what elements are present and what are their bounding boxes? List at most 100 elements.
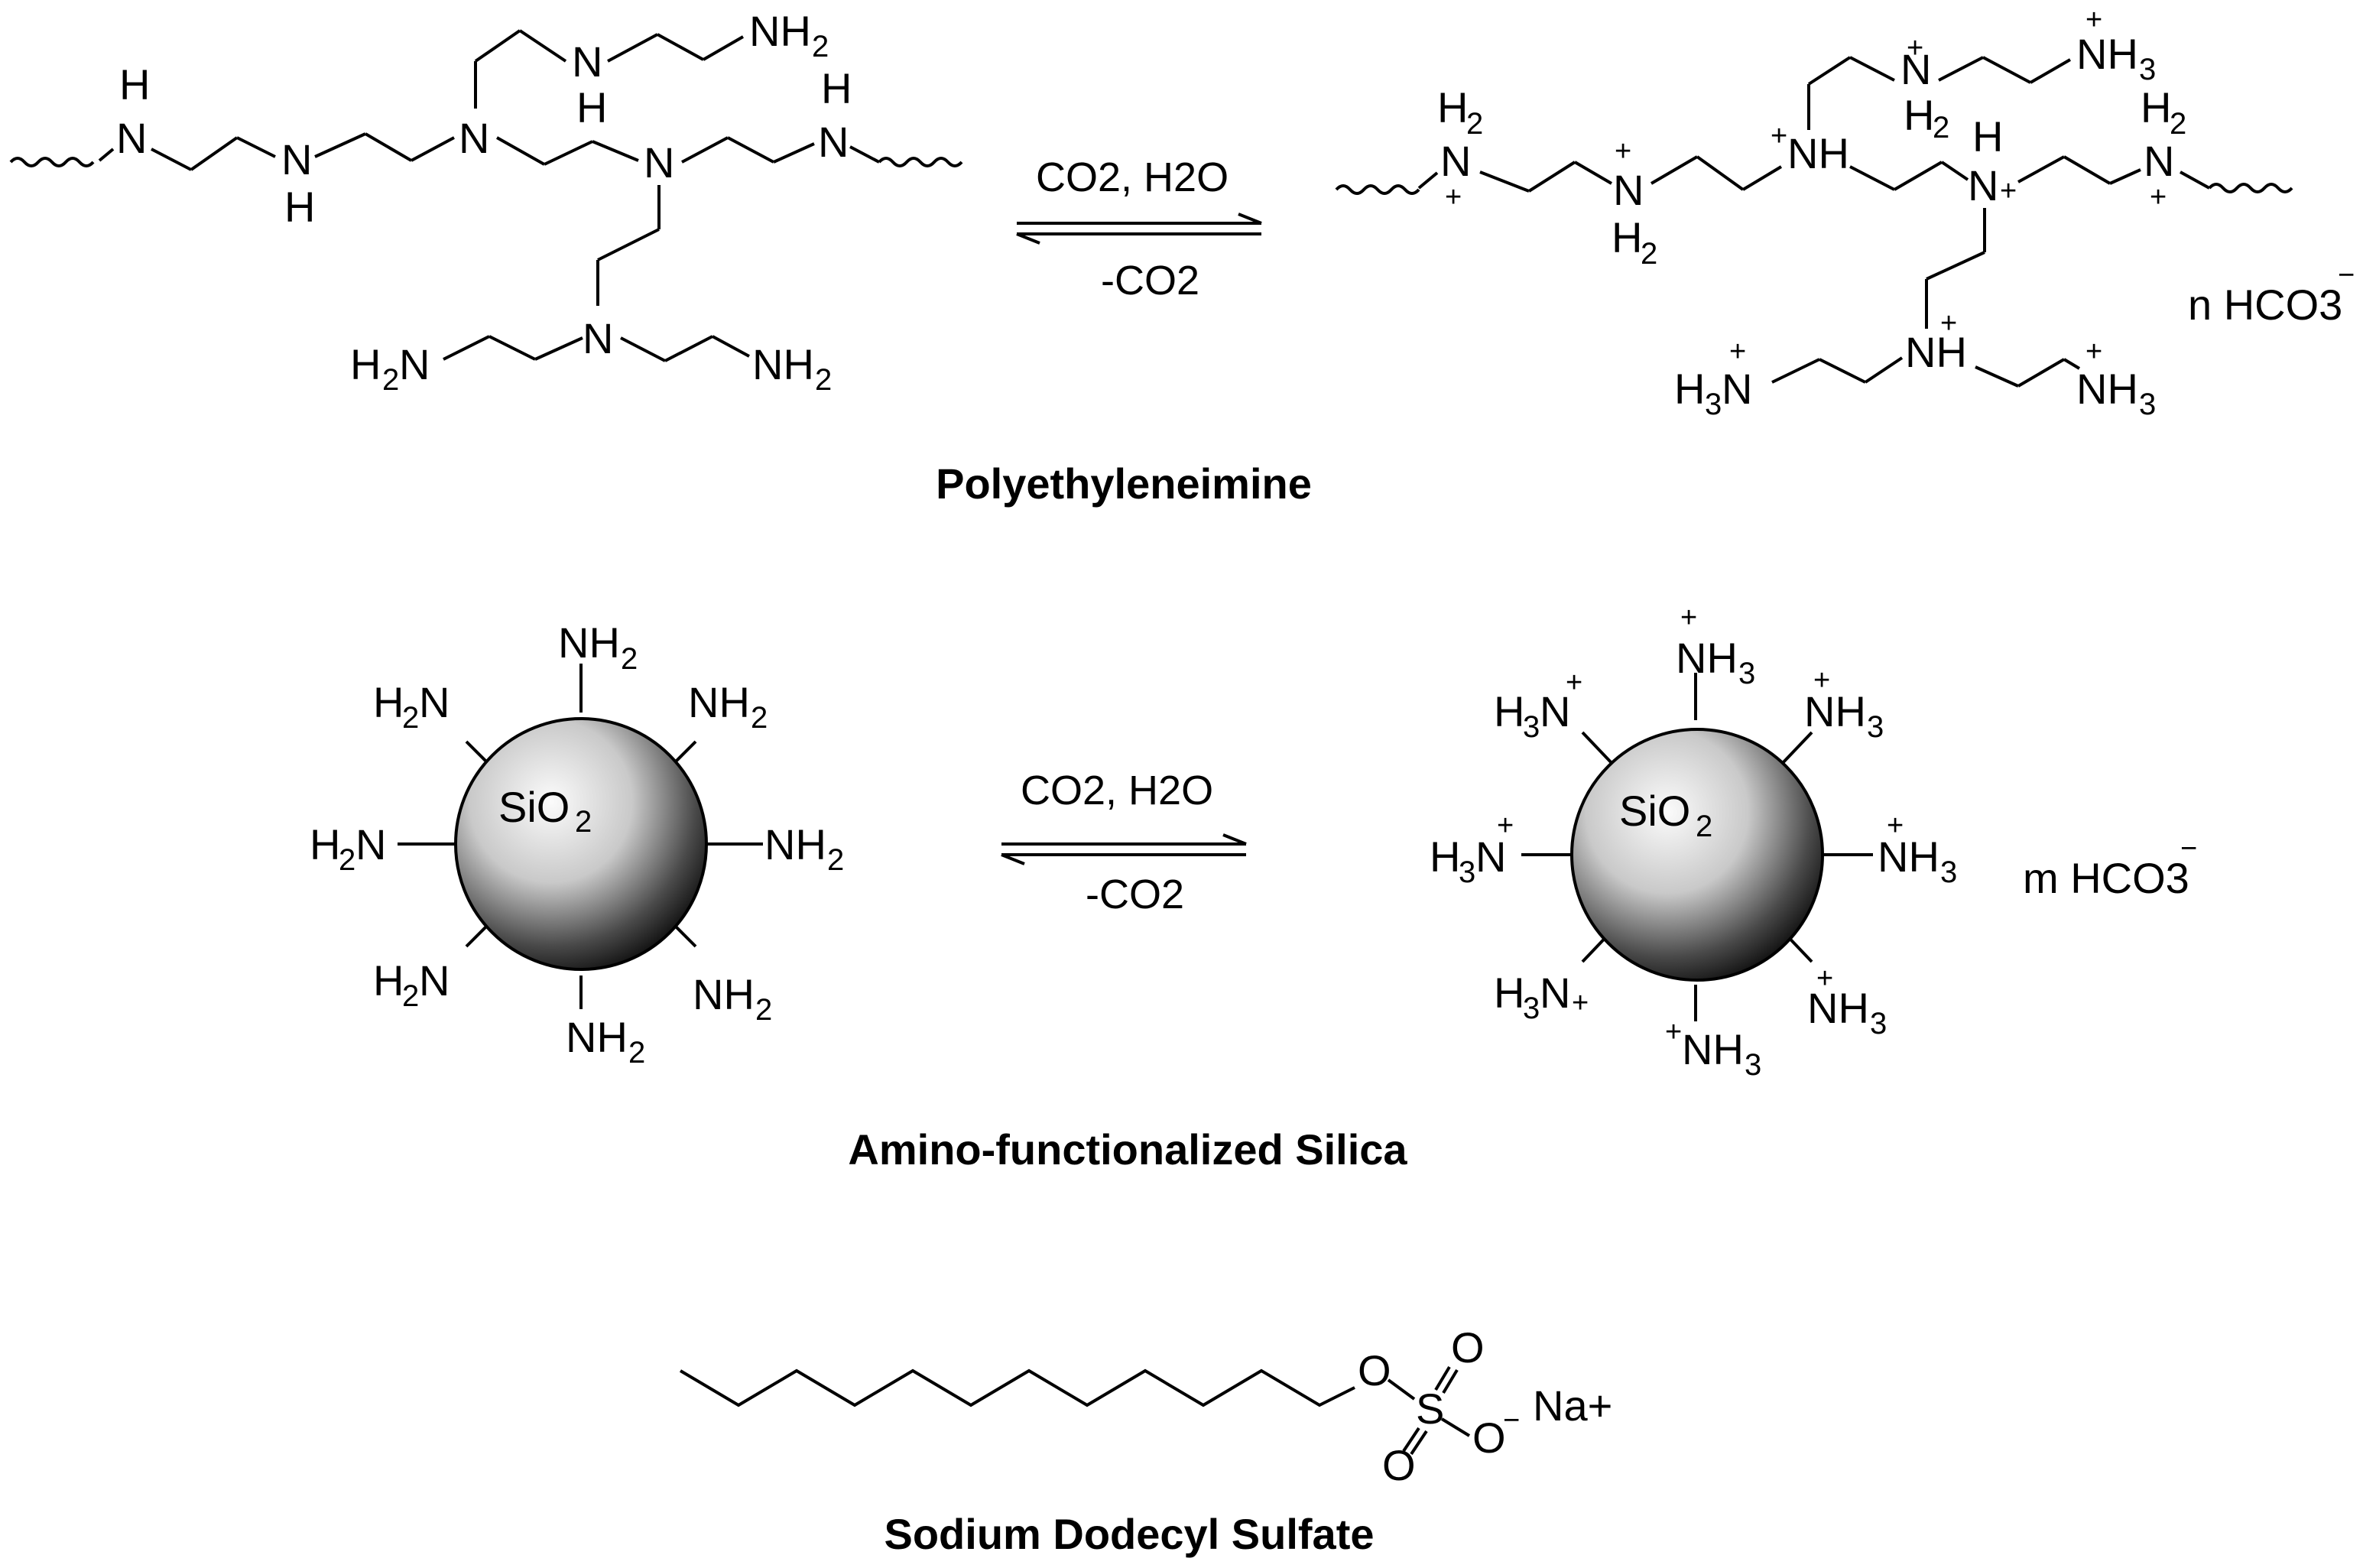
svg-text:+: + [2150, 181, 2167, 213]
svg-text:+: + [1566, 667, 1582, 699]
silica-caption: Amino-functionalized Silica [848, 1125, 1407, 1174]
svg-text:H: H [2141, 83, 2171, 131]
pei-neutral-structure: N H N H N N H NH 2 N N H N [9, 7, 963, 397]
svg-text:−: − [2180, 833, 2197, 865]
silica-protonated-particle: SiO 2 + NH 3 H 3 N + + NH 3 H 3 N + + NH… [1430, 602, 1957, 1082]
svg-text:3: 3 [2139, 388, 2156, 421]
svg-text:S: S [1416, 1385, 1444, 1433]
svg-text:H: H [350, 340, 381, 388]
svg-text:H: H [373, 678, 404, 726]
pei-counterion: n HCO3 − [2188, 259, 2355, 329]
svg-text:3: 3 [1705, 388, 1722, 421]
svg-text:NH: NH [1905, 328, 1967, 376]
svg-text:NH: NH [688, 678, 750, 726]
silica-counterion: m HCO3 − [2023, 833, 2197, 902]
svg-text:2: 2 [1466, 107, 1483, 141]
svg-text:N: N [419, 678, 450, 726]
svg-text:+: + [1497, 810, 1514, 842]
svg-text:N: N [459, 114, 489, 162]
silica-sphere-protonated [1570, 728, 1824, 982]
svg-text:−: − [2338, 259, 2355, 291]
svg-text:N: N [1900, 45, 1931, 93]
svg-text:NH: NH [764, 820, 826, 868]
svg-text:N: N [1613, 166, 1644, 214]
svg-text:N: N [1440, 137, 1471, 185]
pei-caption: Polyethyleneimine [936, 459, 1312, 508]
pei-counterion-label: n HCO3 [2188, 281, 2342, 329]
svg-text:H: H [1612, 213, 1642, 261]
sds-caption: Sodium Dodecyl Sulfate [885, 1510, 1375, 1558]
svg-text:NH: NH [1878, 833, 1939, 881]
svg-text:2: 2 [402, 979, 419, 1013]
svg-text:3: 3 [2139, 53, 2156, 86]
svg-text:NH: NH [558, 618, 620, 667]
svg-text:+: + [2085, 4, 2102, 36]
svg-text:O: O [1358, 1346, 1391, 1394]
svg-text:3: 3 [1745, 1048, 1761, 1082]
svg-text:NH: NH [1682, 1025, 1744, 1073]
pei-forward-conditions: CO2, H2O [1036, 154, 1229, 200]
svg-text:+: + [1771, 120, 1787, 152]
svg-text:N: N [1540, 687, 1570, 735]
svg-text:+: + [1445, 181, 1462, 213]
svg-text:O: O [1382, 1441, 1416, 1489]
svg-text:2: 2 [339, 843, 355, 877]
silica-core-label-neutral: SiO [498, 783, 570, 831]
svg-text:N: N [399, 340, 430, 388]
silica-equilibrium-arrows: CO2, H2O -CO2 [1001, 768, 1247, 917]
svg-text:H: H [1494, 969, 1524, 1017]
svg-text:+: + [2000, 175, 2017, 207]
svg-text:NH: NH [1804, 687, 1866, 735]
svg-text:O: O [1451, 1323, 1485, 1372]
svg-text:H: H [373, 956, 404, 1005]
svg-text:3: 3 [1738, 657, 1755, 690]
svg-text:H: H [1494, 687, 1524, 735]
svg-text:3: 3 [1459, 855, 1475, 889]
silica-counterion-label: m HCO3 [2023, 854, 2189, 902]
svg-text:N: N [281, 135, 312, 183]
svg-text:2: 2 [2170, 107, 2186, 141]
svg-text:H: H [821, 64, 852, 112]
silica-sphere-neutral [454, 717, 708, 971]
svg-text:3: 3 [1523, 992, 1540, 1025]
svg-text:2: 2 [575, 805, 592, 839]
svg-text:NH: NH [566, 1013, 628, 1061]
svg-text:2: 2 [812, 30, 829, 63]
silica-neutral-particle: SiO 2 NH 2 H 2 N NH 2 H 2 N NH 2 H 2 N N… [310, 618, 844, 1070]
svg-text:N: N [1722, 365, 1752, 413]
svg-text:2: 2 [621, 642, 638, 676]
svg-text:N: N [572, 37, 602, 86]
svg-text:N: N [1540, 969, 1570, 1017]
svg-text:+: + [1940, 307, 1957, 339]
svg-text:2: 2 [755, 993, 772, 1027]
svg-text:3: 3 [1870, 1007, 1887, 1040]
svg-text:+: + [1816, 963, 1833, 995]
svg-text:2: 2 [628, 1036, 645, 1070]
svg-text:NH: NH [1807, 984, 1869, 1032]
svg-text:2: 2 [382, 363, 399, 397]
svg-text:N: N [583, 314, 613, 362]
svg-text:−: − [1503, 1404, 1520, 1437]
svg-text:H: H [1437, 83, 1468, 131]
svg-text:N: N [1968, 161, 1998, 209]
svg-text:H: H [310, 820, 340, 868]
svg-text:+: + [2085, 336, 2102, 368]
svg-text:N: N [355, 820, 386, 868]
silica-forward-conditions: CO2, H2O [1021, 768, 1213, 813]
svg-text:NH: NH [2076, 365, 2138, 413]
pei-reverse-conditions: -CO2 [1101, 258, 1199, 304]
svg-text:H: H [1904, 91, 1934, 139]
svg-text:+: + [1887, 810, 1904, 842]
svg-text:N: N [1475, 833, 1506, 881]
svg-text:3: 3 [1523, 710, 1540, 744]
svg-text:2: 2 [1641, 237, 1657, 271]
svg-text:+: + [1665, 1016, 1682, 1048]
svg-text:H: H [1430, 833, 1460, 881]
svg-text:2: 2 [1933, 111, 1949, 144]
svg-text:3: 3 [1867, 710, 1884, 744]
svg-text:2: 2 [1696, 810, 1712, 843]
svg-text:NH: NH [693, 970, 755, 1018]
svg-text:+: + [1813, 664, 1830, 696]
pei-equilibrium-arrows: CO2, H2O -CO2 [1016, 154, 1262, 304]
